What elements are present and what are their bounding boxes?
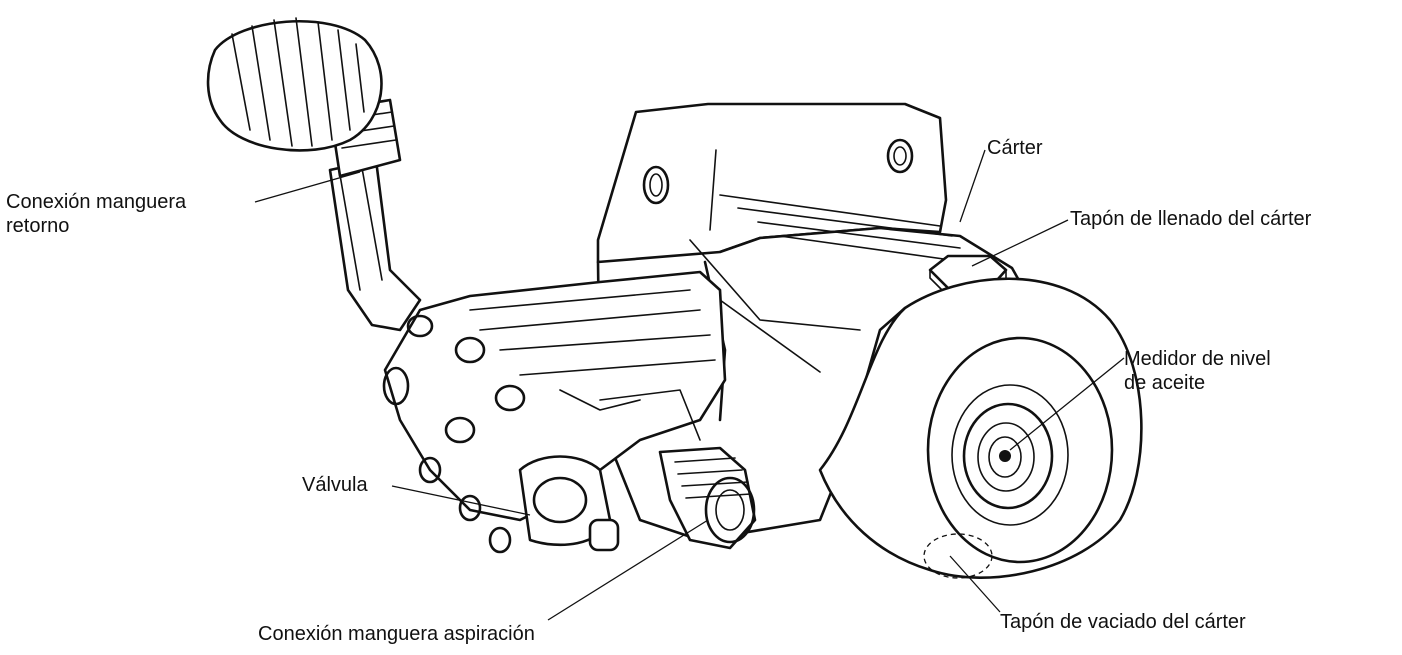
leader-lines	[254, 149, 1125, 621]
label-fill-plug: Tapón de llenado del cárter	[1070, 208, 1312, 230]
drain-plug-outline	[923, 533, 993, 579]
label-valve: Válvula	[302, 474, 368, 496]
label-return-hose-line1: Conexión manguera	[6, 191, 187, 213]
leader-return	[254, 171, 361, 203]
suction-connection	[658, 446, 757, 550]
return-knob	[206, 17, 383, 152]
label-drain-plug: Tapón de vaciado del cárter	[1000, 611, 1246, 633]
leader-suction	[547, 519, 709, 621]
label-suction-hose: Conexión manguera aspiración	[258, 623, 535, 645]
pump-head	[382, 270, 727, 522]
leader-crankcase	[959, 149, 986, 223]
label-oil-gauge-line1: Medidor de nivel	[1124, 348, 1271, 370]
label-return-hose-line2: retorno	[6, 215, 70, 237]
label-crankcase: Cárter	[987, 137, 1043, 159]
leader-drain	[949, 555, 1001, 613]
end-cover	[818, 277, 1143, 579]
label-return-hose: Conexión manguera retorno	[6, 190, 186, 238]
label-oil-gauge-line2: de aceite	[1124, 372, 1206, 394]
valve	[458, 389, 701, 554]
leader-fill-plug	[971, 219, 1069, 267]
leader-valve	[391, 485, 531, 516]
label-oil-gauge: Medidor de nivel de aceite	[1124, 347, 1271, 395]
leader-oil-gauge	[1009, 357, 1125, 451]
